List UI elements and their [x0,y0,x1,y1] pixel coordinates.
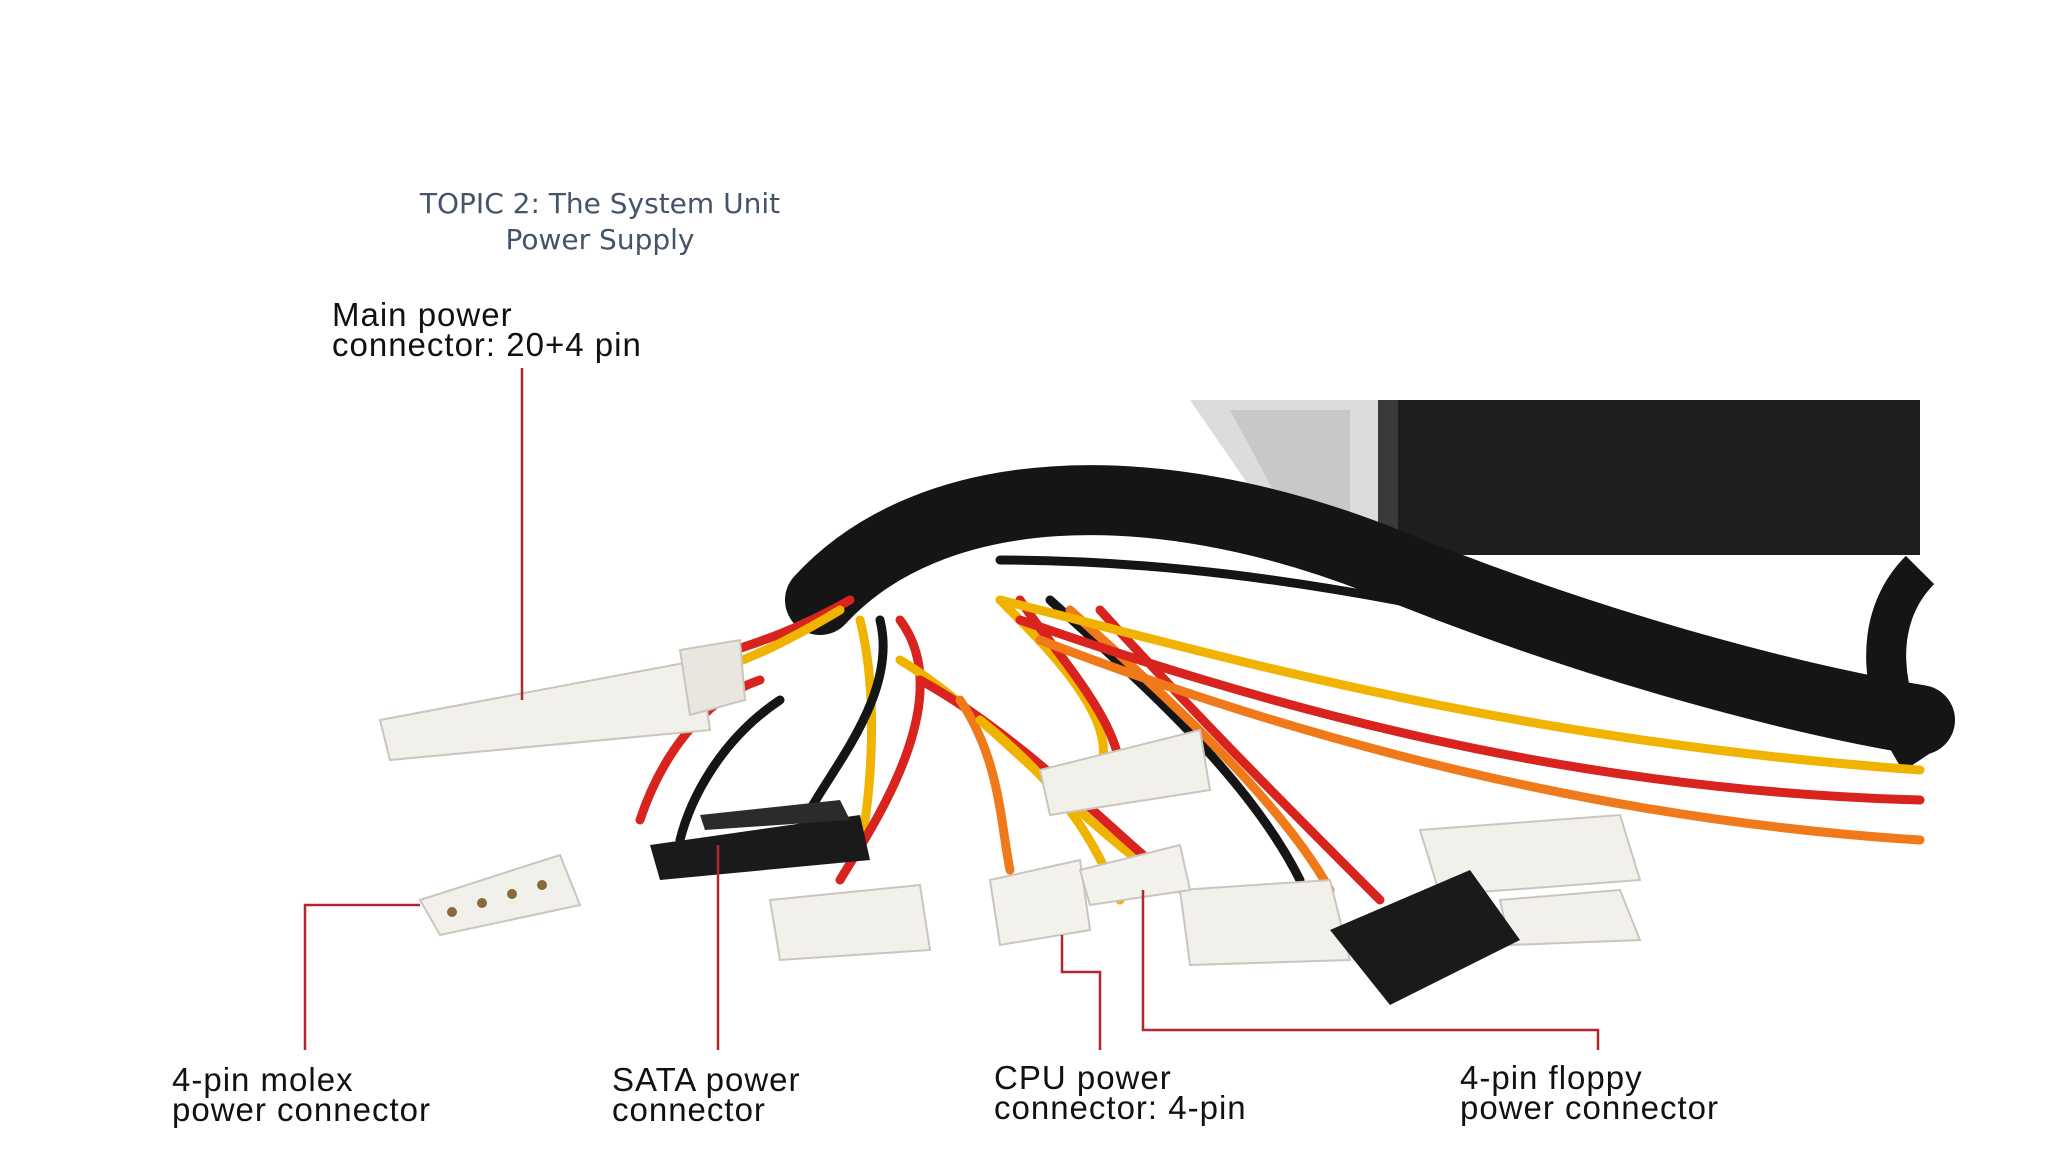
label-main-power-line1: Main power [332,296,513,333]
label-cpu-line2: connector: 4-pin [994,1089,1247,1126]
label-molex-line1: 4-pin molex [172,1061,354,1098]
callout-lines [303,368,1600,1050]
cpu-4pin-connector-icon [988,843,1192,947]
sata-connector-right-icon [1330,870,1520,1005]
callout-molex [303,903,420,1050]
slide-title-line2: Power Supply [505,223,695,256]
callout-cpu [1060,935,1102,1050]
label-floppy: 4-pin floppy power connector [1460,1059,1719,1126]
label-cpu: CPU power connector: 4-pin [994,1059,1247,1126]
callout-floppy [1141,890,1600,1050]
power-supply-unit-icon [1190,400,1920,560]
label-sata: SATA power connector [612,1061,801,1128]
label-sata-line1: SATA power [612,1061,801,1098]
label-molex-line2: power connector [172,1091,431,1128]
slide-title: TOPIC 2: The System Unit Power Supply [400,186,800,256]
label-main-power-line2: connector: 20+4 pin [332,326,642,363]
label-sata-line2: connector [612,1091,766,1128]
label-floppy-line2: power connector [1460,1089,1719,1126]
molex-connector-icon [418,853,582,937]
sata-connector-icon [650,800,870,880]
label-molex: 4-pin molex power connector [172,1061,431,1128]
label-cpu-line1: CPU power [994,1059,1172,1096]
wires [635,555,1925,925]
molex-connectors-center [768,728,1642,967]
slide-title-line1: TOPIC 2: The System Unit [419,187,781,220]
label-floppy-line1: 4-pin floppy [1460,1059,1643,1096]
label-main-power: Main power connector: 20+4 pin [332,296,642,363]
atx-24pin-connector-icon [378,638,747,762]
